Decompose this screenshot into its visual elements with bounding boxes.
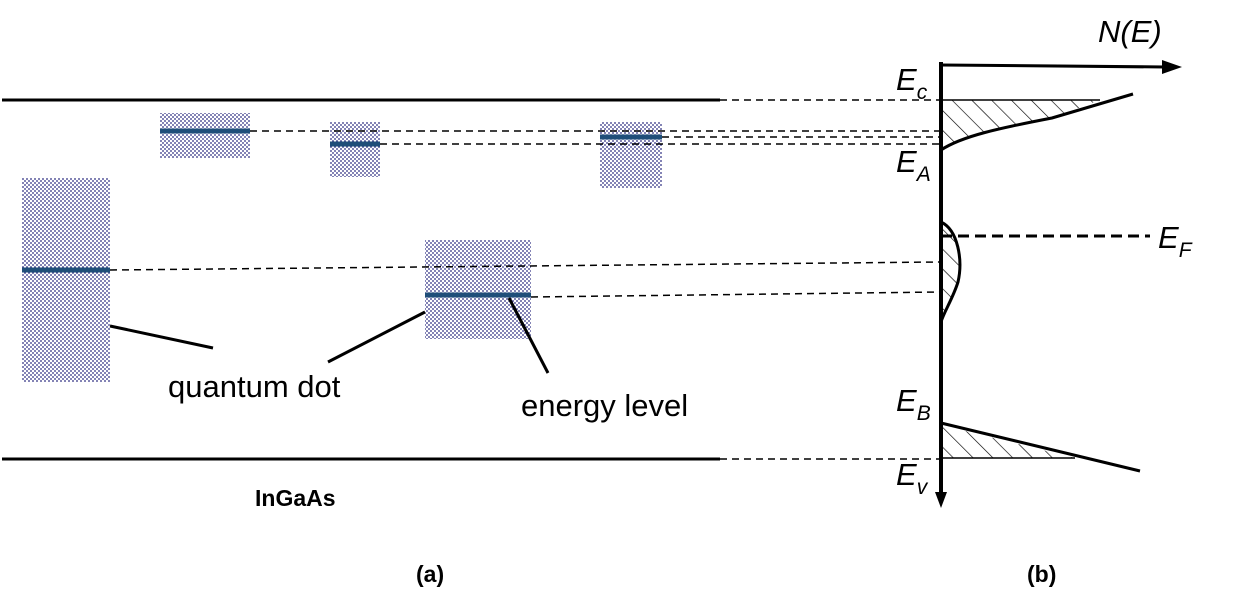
panel-b-label: (b) [1027,561,1056,587]
panel-a-label: (a) [416,561,444,587]
ne-axis-arrow [1162,60,1182,74]
quantum-dot-pointer-2 [327,310,426,364]
quantum-dot-5 [425,240,531,339]
impurity-dos-curve [939,220,962,323]
quantum-dot-1 [160,113,250,158]
quantum-dot-3 [600,122,662,188]
impurity-dos-fill [941,222,960,322]
ef-label: EF [1158,220,1193,262]
energy-axis-arrow [935,492,947,508]
dashed-connectors [109,99,941,460]
ec-label: Ec [896,62,928,104]
ne-axis-label: N(E) [1098,14,1162,49]
quantum-dot-pointer-1 [109,324,214,350]
ea-label: EA [896,144,931,186]
ev-label: Ev [896,457,929,499]
valence-dos-curve [940,421,1141,473]
quantum-dot-4 [22,178,110,382]
ne-axis [940,63,1166,69]
quantum-dot-label: quantum dot [168,369,341,404]
energy-level-pointer [507,297,550,374]
material-label: InGaAs [255,485,336,511]
valence-dos-fill [941,425,1075,458]
energy-level-label: energy level [521,388,688,423]
eb-label: EB [896,383,931,425]
conduction-dos-curve [940,92,1134,152]
